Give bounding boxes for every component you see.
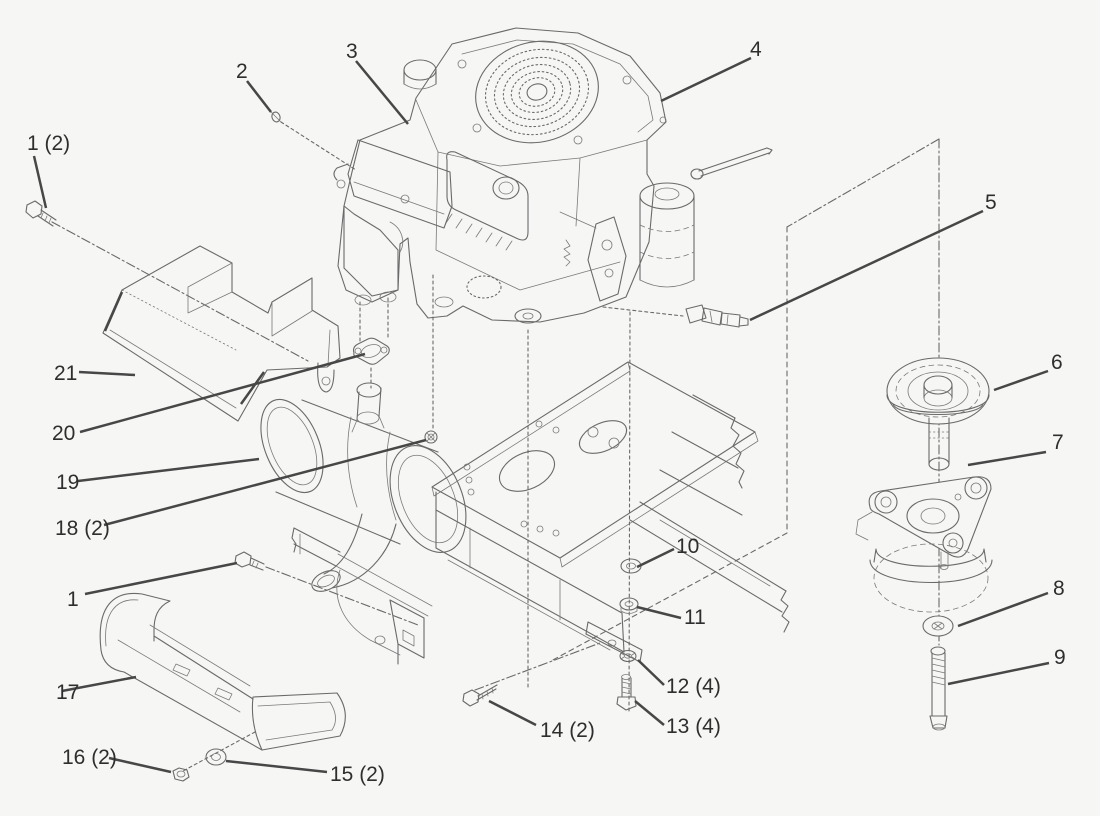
muffler-inlet-stub [351,382,385,433]
muffler [260,382,467,592]
callout-label-1-2: 1 (2) [27,132,70,155]
callout-label-19: 19 [56,471,79,494]
callout-label-5: 5 [985,191,997,214]
bolt-9 [929,646,948,731]
callout-label-4: 4 [750,38,762,61]
leader-line-4 [660,56,752,103]
callout-label-17: 17 [56,681,79,704]
fuel-tank-top [445,151,529,251]
screw-18 [424,430,438,444]
engine-assembly [270,27,773,328]
frame-right-rail [629,394,790,633]
engine-deck-plate [431,361,759,568]
leader-line-14-2 [488,699,537,727]
leader-line-5 [749,209,984,322]
leader-line-1b [84,561,238,596]
pulley-shaft [928,417,950,471]
callout-label-15-2: 15 (2) [330,763,385,786]
leader-line-12-4 [637,659,665,686]
bolt-1-top [25,200,57,227]
callout-label-13-4: 13 (4) [666,715,721,738]
frame-assembly [291,361,790,665]
callout-label-8: 8 [1053,577,1065,600]
left-shroud-panel [333,139,453,229]
oil-fill-cap [403,59,437,90]
frame-left-rail-end [291,527,433,617]
callout-label-6: 6 [1051,351,1063,374]
callout-label-16-2: 16 (2) [62,746,117,769]
callout-label-14-2: 14 (2) [540,719,595,742]
leader-line-16-2 [108,756,172,774]
callout-layer: 1 (2) 2 3 4 5 6 7 8 9 10 11 12 (4) 13 (4) 14 (2) 15 (2… [27,38,1066,786]
callout-label-12-4: 12 (4) [666,675,721,698]
leader-line-7 [967,450,1047,467]
muffler-outlet-pipe [311,513,397,592]
leader-line-10 [636,547,675,569]
nut-11 [619,597,639,614]
callout-label-7: 7 [1052,431,1064,454]
clutch [855,476,993,613]
oil-dipstick [690,147,773,180]
leader-line-6 [993,369,1049,392]
leader-line-18-2 [103,438,427,527]
lock-washer-12 [619,649,637,663]
callout-label-3: 3 [346,40,358,63]
leader-line-2 [246,80,272,113]
leader-line-1-2 [32,155,48,209]
callout-label-2: 2 [236,60,248,83]
frame-front-channel [336,491,643,665]
callout-label-9: 9 [1054,646,1066,669]
callout-label-11: 11 [684,606,706,629]
bolt-13 [616,674,637,711]
callout-label-18-2: 18 (2) [55,517,110,540]
leader-line-11 [636,605,682,620]
leader-line-17 [61,675,137,693]
oil-filter [639,182,695,288]
leader-line-3 [355,60,409,125]
front-bumper [99,592,346,751]
leader-line-13-4 [634,700,665,726]
leader-line-21 [78,370,136,377]
leader-line-20 [79,352,366,434]
bolt-14 [462,684,498,707]
cooling-fan-screen [475,40,599,144]
exhaust-gasket [352,337,390,365]
leader-line-15-2 [225,759,328,774]
callout-label-10: 10 [676,535,699,558]
fuel-shutoff-valve [685,304,749,328]
leader-line-19 [77,457,260,483]
callout-label-20: 20 [52,422,75,445]
nut-16 [172,767,190,782]
callout-label-1b: 1 [67,588,79,611]
leader-line-9 [947,661,1050,686]
washer-8 [922,615,954,637]
heat-shield [102,245,341,422]
callout-label-21: 21 [54,362,77,385]
pulley [886,357,990,471]
bolt-1-mid [234,551,265,571]
center-lines [51,121,940,772]
reference-plane [550,138,940,662]
retainer-clip [270,111,282,123]
leader-line-8 [957,591,1049,628]
intake-and-carburetor [343,205,627,302]
washer-15 [205,748,227,766]
